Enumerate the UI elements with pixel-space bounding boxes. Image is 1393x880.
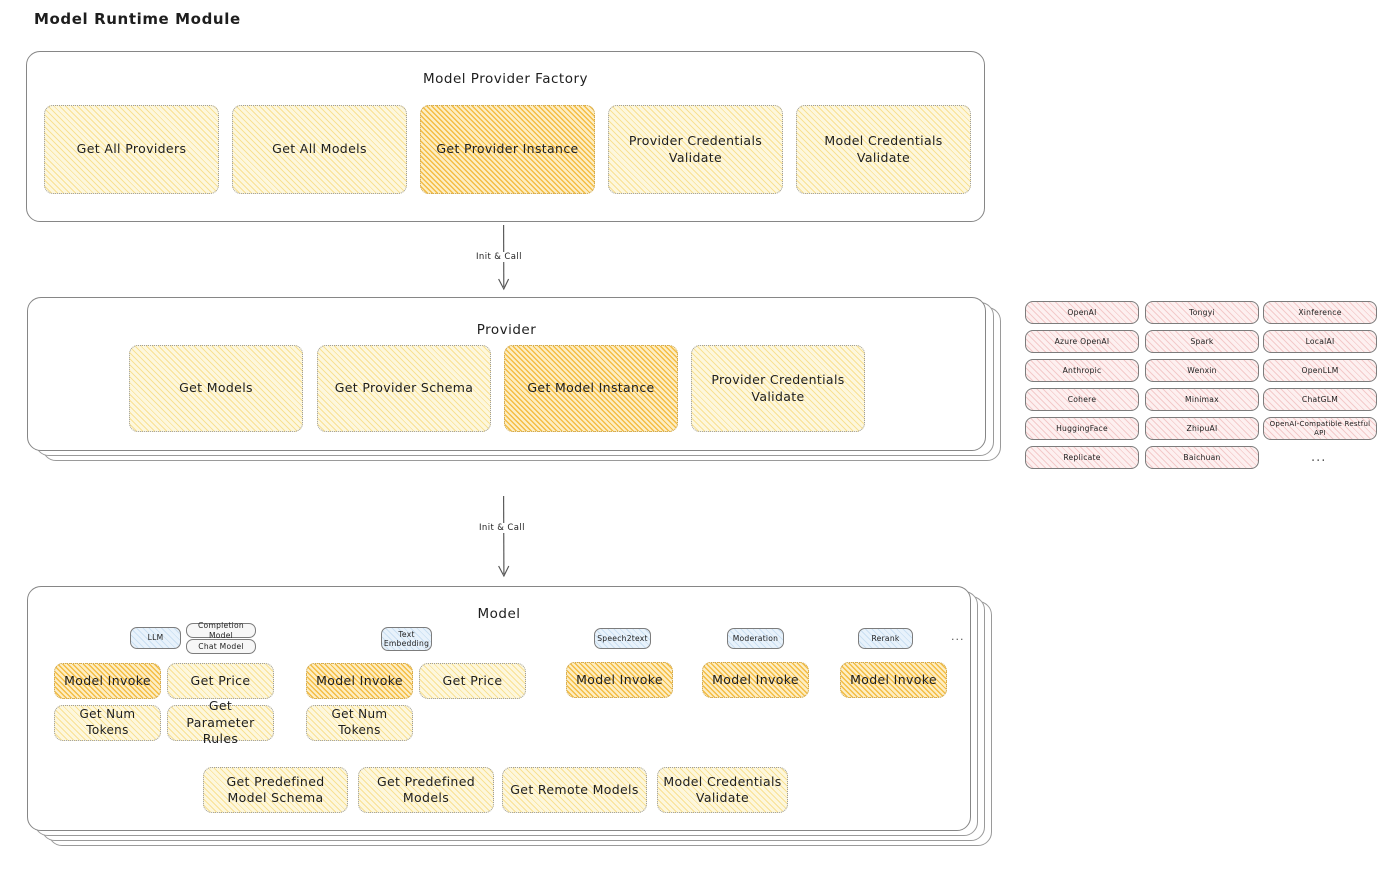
node-get-all-models[interactable]: Get All Models [232, 105, 407, 194]
node-llm-get-price[interactable]: Get Price [167, 663, 274, 699]
provider-chip-spark[interactable]: Spark [1145, 330, 1259, 353]
provider-chip-cohere[interactable]: Cohere [1025, 388, 1139, 411]
node-get-provider-instance[interactable]: Get Provider Instance [420, 105, 595, 194]
node-provider-credentials-validate[interactable]: Provider Credentials Validate [608, 105, 783, 194]
provider-chip-openllm[interactable]: OpenLLM [1263, 359, 1377, 382]
model-types-more-ellipsis: ... [951, 630, 965, 643]
page-title: Model Runtime Module [34, 10, 241, 28]
model-type-badge-llm[interactable]: LLM [130, 627, 181, 649]
node-get-provider-schema[interactable]: Get Provider Schema [317, 345, 491, 432]
node-get-predefined-models[interactable]: Get Predefined Models [358, 767, 494, 813]
node-text-embedding-model-invoke[interactable]: Model Invoke [306, 663, 413, 699]
node-get-remote-models[interactable]: Get Remote Models [502, 767, 647, 813]
provider-list-more-ellipsis: ... [1311, 450, 1327, 465]
node-model-credentials-validate-2[interactable]: Model Credentials Validate [657, 767, 788, 813]
provider-chip-replicate[interactable]: Replicate [1025, 446, 1139, 469]
provider-chip-tongyi[interactable]: Tongyi [1145, 301, 1259, 324]
provider-chip-chatglm[interactable]: ChatGLM [1263, 388, 1377, 411]
provider-title: Provider [476, 322, 537, 338]
model-subbadge-chat-model[interactable]: Chat Model [186, 639, 256, 654]
provider-chip-openai[interactable]: OpenAI [1025, 301, 1139, 324]
node-llm-get-parameter-rules[interactable]: Get Parameter Rules [167, 698, 274, 746]
node-get-models[interactable]: Get Models [129, 345, 303, 432]
model-type-badge-text-embedding[interactable]: Text Embedding [381, 627, 432, 651]
provider-chip-zhipuai[interactable]: ZhipuAI [1145, 417, 1259, 440]
node-get-all-providers[interactable]: Get All Providers [44, 105, 219, 194]
provider-chip-minimax[interactable]: Minimax [1145, 388, 1259, 411]
provider-chip-huggingface[interactable]: HuggingFace [1025, 417, 1139, 440]
model-type-badge-rerank[interactable]: Rerank [858, 628, 913, 649]
node-text-embedding-get-num-tokens[interactable]: Get Num Tokens [306, 705, 413, 741]
arrow-label-init-and-call-2: Init & Call [476, 523, 528, 533]
node-model-credentials-validate[interactable]: Model Credentials Validate [796, 105, 971, 194]
node-get-predefined-model-schema[interactable]: Get Predefined Model Schema [203, 767, 348, 813]
model-title: Model [477, 606, 521, 622]
model-type-badge-moderation[interactable]: Moderation [727, 628, 784, 649]
model-provider-factory-title: Model Provider Factory [422, 71, 588, 87]
provider-chip-baichuan[interactable]: Baichuan [1145, 446, 1259, 469]
node-llm-get-num-tokens[interactable]: Get Num Tokens [54, 705, 161, 741]
provider-chip-anthropic[interactable]: Anthropic [1025, 359, 1139, 382]
node-speech2text-model-invoke[interactable]: Model Invoke [566, 662, 673, 698]
node-llm-model-invoke[interactable]: Model Invoke [54, 663, 161, 699]
model-subbadge-completion-model[interactable]: Completion Model [186, 621, 256, 640]
provider-chip-openai-compatible-restful-api[interactable]: OpenAI-Compatible Restful API [1263, 417, 1377, 440]
node-text-embedding-get-price[interactable]: Get Price [419, 663, 526, 699]
provider-chip-azure-openai[interactable]: Azure OpenAI [1025, 330, 1139, 353]
model-type-badge-speech2text[interactable]: Speech2text [594, 628, 651, 649]
node-get-model-instance[interactable]: Get Model Instance [504, 345, 678, 432]
node-moderation-model-invoke[interactable]: Model Invoke [702, 662, 809, 698]
arrow-provider-to-model [482, 495, 530, 580]
provider-chip-xinference[interactable]: Xinference [1263, 301, 1377, 324]
node-provider-credentials-validate-2[interactable]: Provider Credentials Validate [691, 345, 865, 432]
provider-chip-localai[interactable]: LocalAI [1263, 330, 1377, 353]
arrow-label-init-and-call-1: Init & Call [473, 252, 525, 262]
provider-chip-wenxin[interactable]: Wenxin [1145, 359, 1259, 382]
arrow-down-icon-2 [498, 495, 510, 578]
node-rerank-model-invoke[interactable]: Model Invoke [840, 662, 947, 698]
